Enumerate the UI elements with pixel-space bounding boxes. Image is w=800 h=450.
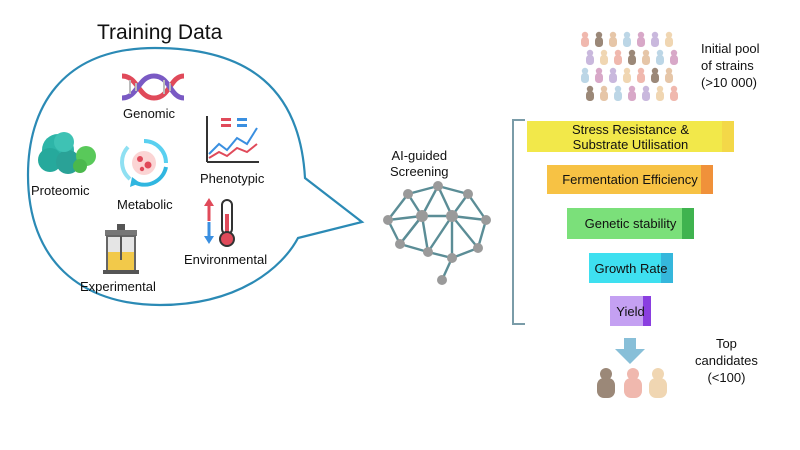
funnel-stage-yield: Yield — [610, 296, 651, 326]
strain-figure — [670, 85, 678, 101]
strain-figure — [628, 49, 636, 65]
candidate-icon — [649, 368, 667, 398]
candidate-icon — [624, 368, 642, 398]
funnel-stage-genetic-stability: Genetic stability — [567, 208, 694, 239]
ai-screening-label: AI-guided Screening — [390, 148, 449, 179]
dna-icon — [121, 73, 185, 101]
strain-figure — [642, 49, 650, 65]
genomic-label: Genomic — [123, 106, 176, 121]
strain-figure — [642, 85, 650, 101]
metabolic-label: Metabolic — [117, 197, 173, 212]
strain-figure — [651, 31, 659, 47]
strain-figure — [614, 85, 622, 101]
funnel-stage-fermentation-efficiency: Fermentation Efficiency — [547, 165, 713, 194]
strain-figure — [637, 67, 645, 83]
strain-figure — [581, 67, 589, 83]
strain-figure — [595, 67, 603, 83]
strain-figure — [586, 85, 594, 101]
strain-figure — [670, 49, 678, 65]
thermometer-icon — [204, 198, 235, 247]
strain-figure — [651, 67, 659, 83]
strain-figure — [586, 49, 594, 65]
candidate-icon — [597, 368, 615, 398]
strain-figure — [614, 49, 622, 65]
initial-pool-label: Initial pool of strains (>10 000) — [701, 41, 760, 90]
strain-figure — [609, 31, 617, 47]
strain-figure — [637, 31, 645, 47]
funnel-stage-growth-rate: Growth Rate — [589, 253, 673, 283]
phenotypic-chart-icon — [206, 116, 259, 163]
phenotypic-label: Phenotypic — [200, 171, 265, 186]
protein-icon — [38, 132, 96, 174]
strain-figure — [623, 31, 631, 47]
strain-figure — [581, 31, 589, 47]
strain-figure — [623, 67, 631, 83]
environmental-label: Environmental — [184, 252, 268, 267]
experimental-label: Experimental — [80, 279, 156, 294]
strain-pool-icon — [581, 31, 678, 101]
neural-brain-icon — [383, 181, 491, 285]
top-candidates-label: Top candidates (<100) — [695, 336, 758, 385]
strain-figure — [600, 49, 608, 65]
metabolic-icon — [120, 139, 168, 187]
down-arrow-icon — [615, 338, 645, 364]
strain-figure — [628, 85, 636, 101]
bioreactor-icon — [103, 224, 139, 274]
funnel-bracket — [512, 119, 525, 325]
funnel-stage-stress-resistance: Stress Resistance &Substrate Utilisation — [527, 121, 734, 152]
training-data-title: Training Data — [97, 21, 223, 44]
strain-figure — [656, 85, 664, 101]
strain-figure — [609, 67, 617, 83]
strain-figure — [595, 31, 603, 47]
strain-figure — [665, 67, 673, 83]
proteomic-label: Proteomic — [31, 183, 90, 198]
strain-figure — [600, 85, 608, 101]
strain-figure — [656, 49, 664, 65]
strain-figure — [665, 31, 673, 47]
